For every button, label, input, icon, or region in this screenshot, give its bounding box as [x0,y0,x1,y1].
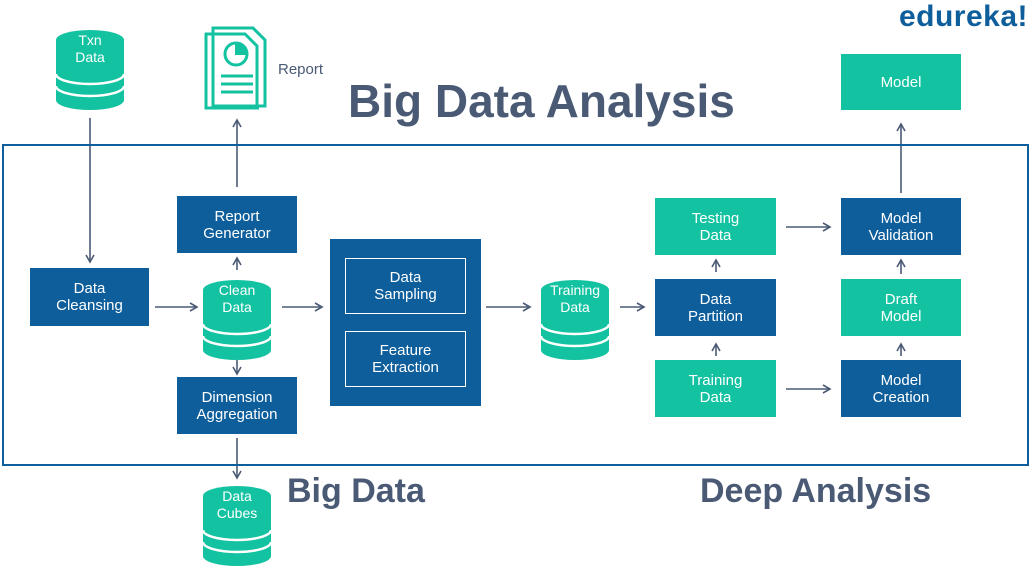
draft-model-box: Draft Model [841,279,961,336]
sampling-extraction-block [330,239,481,406]
deep-analysis-label: Deep Analysis [700,472,932,510]
data-cubes-store: Data Cubes [201,484,273,568]
data-partition-box: Data Partition [655,279,776,336]
training-data-box: Training Data [655,360,776,417]
page-title: Big Data Analysis [348,75,735,127]
data-sampling-box: Data Sampling [345,258,466,314]
model-box: Model [841,54,961,110]
database-icon [54,30,126,110]
edureka-logo: edureka! [898,0,1028,33]
clean-data-store: Clean Data [201,278,273,362]
database-icon [201,486,273,566]
testing-data-box: Testing Data [655,198,776,255]
database-icon [201,280,273,360]
report-icon [203,24,269,110]
training-data-store: Training Data [539,278,611,362]
feature-extraction-box: Feature Extraction [345,331,466,387]
database-icon [539,280,611,360]
dimension-aggregation-box: Dimension Aggregation [177,377,297,434]
model-creation-box: Model Creation [841,360,961,417]
txn-data-store: Txn Data [54,28,126,112]
report-generator-box: Report Generator [177,196,297,253]
big-data-frame [2,144,1029,466]
data-cleansing-box: Data Cleansing [30,268,149,326]
report-label: Report [278,61,324,78]
big-data-label: Big Data [287,472,425,510]
model-validation-box: Model Validation [841,198,961,255]
